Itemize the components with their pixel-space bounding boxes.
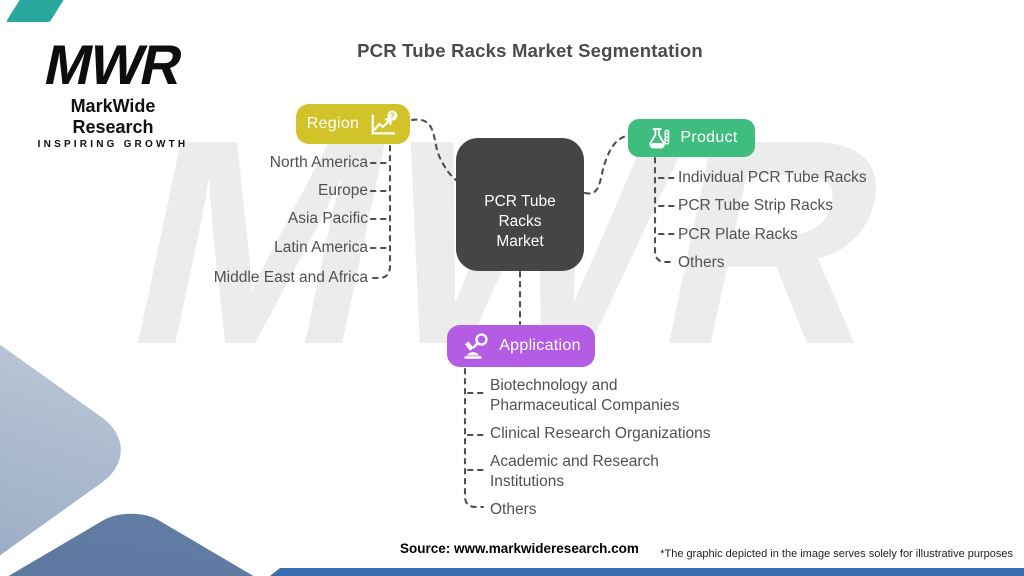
product-item-plate-racks: PCR Plate Racks (678, 226, 798, 243)
region-branch-line (367, 144, 392, 280)
logo-tagline: INSPIRING GROWTH (37, 138, 189, 150)
application-badge-label: Application (499, 337, 581, 354)
central-node-line1: PCR Tube (484, 192, 556, 210)
application-item-others: Others (490, 501, 537, 518)
connector-region-to-center (410, 118, 459, 183)
region-item-asia-pacific: Asia Pacific (287, 210, 368, 227)
product-branch-line (653, 156, 674, 264)
region-badge-label: Region (306, 115, 360, 132)
source-text: Source: www.markwideresearch.com (400, 541, 639, 556)
svg-text:?: ? (390, 111, 395, 120)
central-node-line2: Racks (498, 212, 542, 230)
connector-center-to-product (583, 134, 628, 195)
product-item-individual-racks: Individual PCR Tube Racks (678, 169, 867, 186)
bottom-blue-bar (270, 568, 1024, 576)
application-branch-ticks (466, 391, 485, 472)
application-branch-line (463, 367, 485, 509)
microscope-search-icon (461, 331, 491, 361)
product-badge: Product (628, 119, 755, 157)
product-item-others: Others (678, 254, 725, 271)
logo-name: MarkWide Research (70, 95, 156, 137)
page-title: PCR Tube Racks Market Segmentation (357, 40, 703, 61)
application-item-biotech-pharma: Biotechnology and Pharmaceutical Compani… (490, 377, 680, 414)
disclaimer-text: *The graphic depicted in the image serve… (660, 548, 1013, 560)
region-badge: Region ? (296, 104, 410, 144)
region-item-middle-east-africa: Middle East and Africa (213, 269, 368, 286)
application-item-clinical-research: Clinical Research Organizations (490, 425, 711, 442)
region-item-north-america: North America (269, 154, 368, 171)
central-node-line3: Market (496, 232, 544, 250)
product-item-strip-racks: PCR Tube Strip Racks (678, 197, 834, 214)
application-badge: Application (447, 325, 595, 367)
region-branch-ticks (369, 161, 391, 250)
product-badge-label: Product (680, 129, 738, 146)
central-market-node: PCR Tube Racks Market (456, 138, 584, 271)
application-item-academic-research: Academic and Research Institutions (490, 453, 659, 490)
flask-icon (645, 125, 672, 152)
markwide-logo: MWR MarkWide Research INSPIRING GROWTH (33, 33, 193, 150)
product-branch-ticks (657, 176, 676, 236)
region-item-latin-america: Latin America (274, 239, 368, 256)
region-item-europe: Europe (318, 182, 368, 199)
trend-chart-question-icon: ? (367, 110, 399, 138)
